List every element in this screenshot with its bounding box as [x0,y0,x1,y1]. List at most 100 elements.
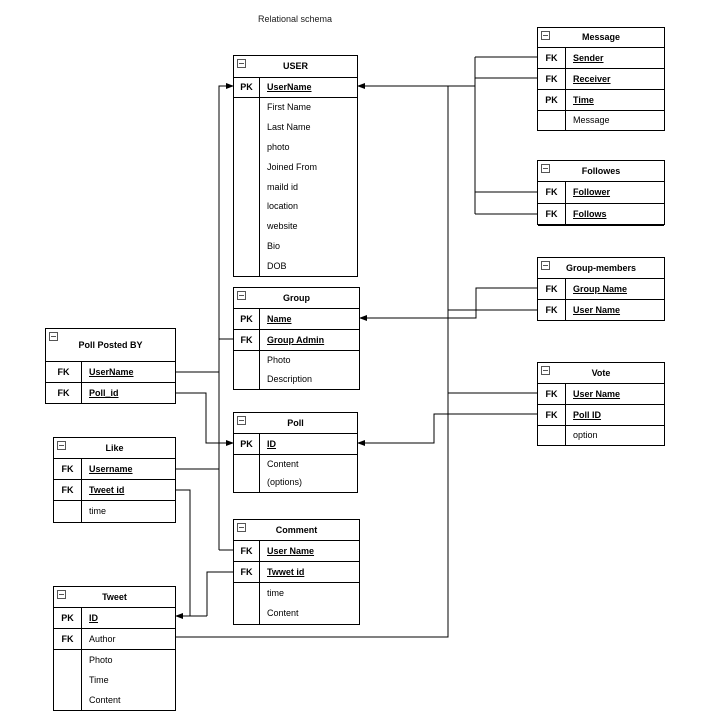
collapse-minus-icon[interactable] [237,291,246,300]
key-row: FK Group Name [538,279,664,300]
table-title: Message [581,32,621,42]
key-label: FK [538,405,566,425]
table-title: Group-members [565,262,636,273]
attribute-cell: Bio [267,240,281,251]
table-title: Poll [287,417,304,428]
attribute-list: Message [566,111,664,130]
table-title: Poll Posted BY [78,339,143,350]
attribute-cell: ID [89,612,98,623]
collapse-minus-icon[interactable] [237,416,246,425]
attribute-list: option [566,426,664,445]
attributes-body: time [54,501,175,522]
attribute-cell: Follower [573,187,611,197]
minus-glyph [239,63,244,64]
collapse-minus-icon[interactable] [237,523,246,532]
key-row: FK User Name [538,384,664,405]
minus-glyph [543,265,548,266]
attribute-cell: Content [267,458,299,469]
key-label: FK [538,384,566,404]
table-header: Group-members [538,258,664,279]
attribute-cell: Description [267,374,313,384]
key-label: FK [54,459,82,479]
attribute-cell: Poll ID [573,409,602,420]
attribute-cell: photo [267,141,290,152]
collapse-minus-icon[interactable] [541,31,550,40]
collapse-minus-icon[interactable] [541,261,550,270]
attribute-cell: Content [89,694,121,705]
table-title: Group [283,292,310,303]
attributes-body: option [538,426,664,445]
key-label: FK [234,541,260,561]
minus-glyph [59,594,64,595]
key-label: FK [538,279,566,299]
key-label: FK [54,480,82,500]
collapse-minus-icon[interactable] [49,332,58,341]
table-title: Like [105,442,124,453]
minus-glyph [51,336,56,337]
minus-glyph [59,445,64,446]
attribute-cell: First Name [267,102,312,113]
table-title: Comment [275,524,318,535]
minus-glyph [543,168,548,169]
key-label: PK [234,434,260,454]
table-header: Tweet [54,587,175,608]
attribute-cell: User Name [573,304,621,315]
key-label: FK [54,629,82,649]
attribute-cell: Message [573,115,610,125]
collapse-minus-icon[interactable] [57,590,66,599]
attribute-cell: location [267,201,299,212]
connector-groupmembers-to-group-name [359,287,537,321]
key-column-spacer [234,351,260,389]
attribute-cell: (options) [267,477,303,488]
key-column-spacer [234,583,260,624]
key-label: FK [538,48,566,68]
key-column-spacer [54,650,82,710]
table-header: Followes [538,161,664,182]
connector-right-trunk-to-tweet-author [176,86,449,638]
attribute-list: Content (options) [260,455,357,492]
attribute-cell: User Name [573,388,621,399]
attribute-cell: Content [267,608,299,619]
table-title: Vote [591,367,611,378]
collapse-minus-icon[interactable] [57,441,66,450]
attribute-cell: Receiver [573,73,611,84]
attribute-cell: ID [267,438,276,449]
attribute-cell: website [267,221,298,232]
table-header: Poll [234,413,357,434]
collapse-minus-icon[interactable] [541,164,550,173]
connector-comment-twwetid-line [206,571,233,616]
collapse-minus-icon[interactable] [237,59,246,68]
table-header: USER [234,56,357,78]
attribute-cell: Last Name [267,122,311,133]
attribute-cell: Group Name [573,283,628,294]
collapse-minus-icon[interactable] [541,366,550,375]
minus-glyph [543,35,548,36]
key-column-spacer [54,501,82,522]
key-label: FK [234,330,260,350]
